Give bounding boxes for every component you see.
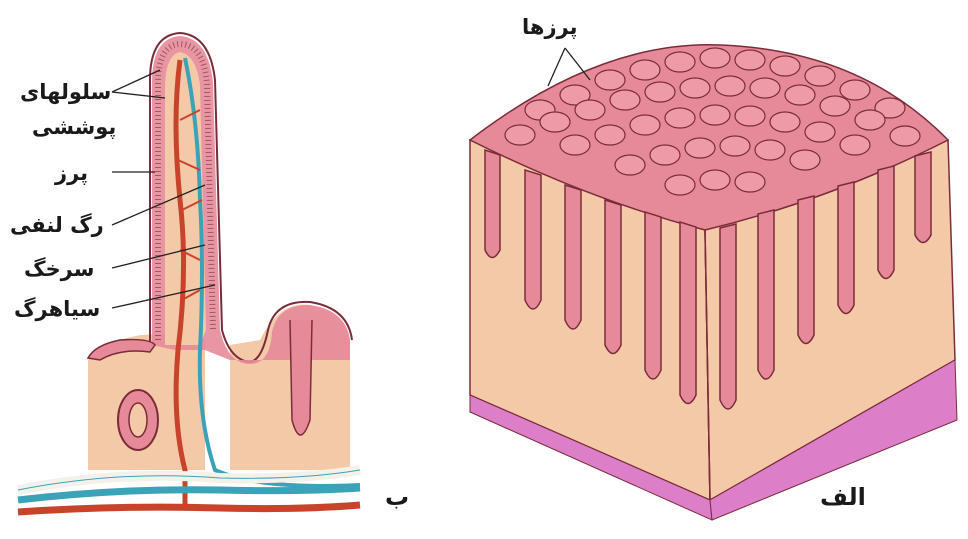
label-lymph-vessel: رگ لنفی [10,212,104,237]
label-epithelial-cells-2: پوششی [32,115,116,139]
label-villus: پرز [54,161,88,185]
bottom-vessel-red [18,505,360,512]
label-villi: پرزها [522,15,577,39]
label-panel-b: ب [385,483,409,511]
label-vein: سیاهرگ [14,296,100,321]
label-epithelial-cells-1: سلولهای [20,80,111,104]
crypt-right [290,320,312,435]
bottom-vessel-blue [18,488,360,500]
gland-lumen [129,403,147,437]
label-panel-a: الف [820,483,866,511]
panel-a-villi-block [470,45,957,520]
label-artery: سرخگ [24,256,94,281]
